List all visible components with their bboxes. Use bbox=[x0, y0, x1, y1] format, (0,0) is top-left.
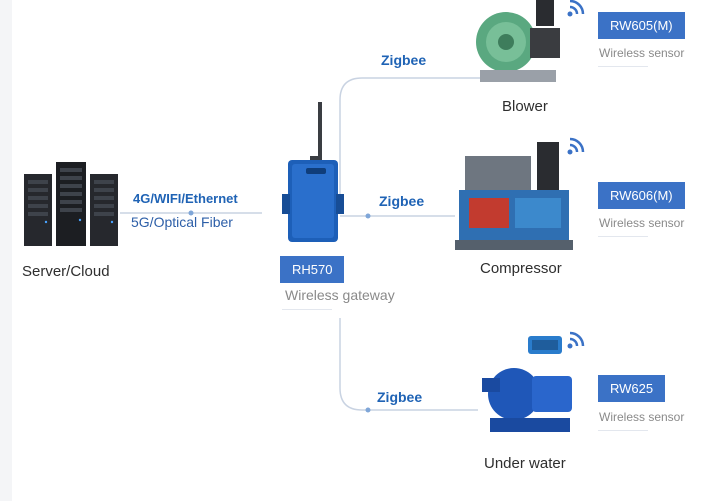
sensor-model-badge-rw625: RW625 bbox=[598, 375, 666, 402]
compressor-label: Compressor bbox=[480, 260, 562, 277]
gateway-model-badge: RH570 bbox=[280, 256, 345, 283]
zigbee-label-bottom: Zigbee bbox=[377, 389, 423, 405]
link-bottom bbox=[339, 318, 478, 411]
water-label: Under water bbox=[484, 455, 566, 472]
link-mid-dot bbox=[365, 213, 371, 219]
zigbee-label-mid: Zigbee bbox=[379, 193, 425, 209]
sensor-desc-rw625: Wireless sensor bbox=[599, 410, 685, 424]
uplink-label-primary: 4G/WIFI/Ethernet bbox=[133, 191, 238, 206]
sensor-desc-rw605: Wireless sensor bbox=[599, 46, 685, 60]
wifi-icon bbox=[566, 0, 588, 23]
sensor-underline bbox=[598, 236, 648, 237]
link-top bbox=[339, 77, 480, 205]
water-pump-icon bbox=[478, 332, 578, 449]
blower-label: Blower bbox=[502, 98, 548, 115]
wifi-icon bbox=[566, 330, 588, 355]
link-bottom-dot bbox=[365, 407, 371, 413]
wifi-icon bbox=[566, 136, 588, 161]
compressor-icon bbox=[455, 140, 573, 260]
gateway-label: Wireless gateway bbox=[285, 287, 395, 303]
sensor-desc-rw606: Wireless sensor bbox=[599, 216, 685, 230]
gateway-underline bbox=[282, 309, 332, 310]
zigbee-label-top: Zigbee bbox=[381, 52, 427, 68]
blower-icon bbox=[470, 0, 570, 95]
server-label: Server/Cloud bbox=[22, 263, 110, 280]
gateway-device-icon bbox=[282, 100, 348, 250]
uplink-dot bbox=[188, 210, 194, 216]
sensor-underline bbox=[598, 66, 648, 67]
left-margin-strip bbox=[0, 0, 12, 501]
server-rack-icon bbox=[22, 160, 120, 253]
sensor-model-badge-rw605: RW605(M) bbox=[598, 12, 685, 39]
uplink-label-secondary: 5G/Optical Fiber bbox=[131, 214, 233, 230]
sensor-underline bbox=[598, 430, 648, 431]
sensor-model-badge-rw606: RW606(M) bbox=[598, 182, 685, 209]
